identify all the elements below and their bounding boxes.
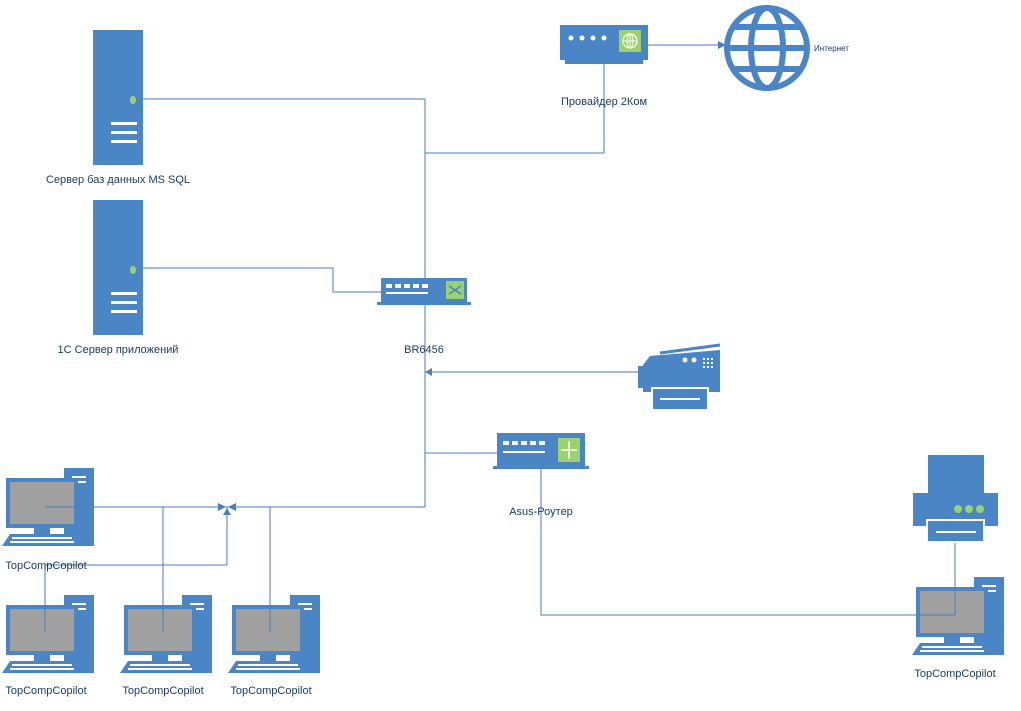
pc-top-left[interactable]: TopCompCopilot (2, 468, 94, 572)
provider-label: Провайдер 2Ком (561, 96, 647, 108)
pc-bottom-1[interactable]: TopCompCopilot (2, 595, 94, 697)
provider-modem[interactable]: Провайдер 2Ком (560, 25, 648, 108)
pc-right-overlay-wire (920, 590, 956, 616)
pc-bottom-3-label: TopCompCopilot (230, 685, 311, 697)
app-server-wire (133, 267, 381, 293)
sql-server[interactable]: Сервер баз данных MS SQL (46, 30, 190, 186)
globe-icon (724, 5, 810, 91)
asus-router-label: Asus-Роутер (509, 506, 573, 518)
pc-right[interactable]: TopCompCopilot (912, 577, 1004, 680)
sql-server-label: Сервер баз данных MS SQL (46, 174, 190, 186)
pc-bottom-2[interactable]: TopCompCopilot (120, 595, 212, 697)
switch-label: BR6456 (404, 344, 444, 356)
connections (44, 41, 956, 633)
fax-printer-icon (638, 343, 721, 411)
server-icon (93, 30, 143, 165)
app-server[interactable]: 1С Сервер приложений (58, 200, 179, 356)
router-icon (493, 433, 589, 469)
pc-right-label: TopCompCopilot (914, 668, 995, 680)
internet-globe[interactable]: Интернет (724, 5, 849, 91)
workstation-icon (228, 595, 320, 673)
pc-bottom-2-label: TopCompCopilot (122, 685, 203, 697)
switch-icon (377, 278, 471, 305)
printer-icon (913, 455, 998, 543)
pc-bottom1-wire (44, 507, 228, 633)
fax-printer[interactable] (638, 343, 721, 411)
switch-br6456[interactable]: BR6456 (377, 278, 471, 356)
app-server-label: 1С Сервер приложений (58, 344, 179, 356)
server-icon (93, 200, 143, 335)
modem-icon (560, 25, 648, 64)
workstation-icon (912, 577, 1004, 655)
asus-router[interactable]: Asus-Роутер (493, 433, 589, 518)
workstation-icon (2, 595, 94, 673)
provider-wire (425, 60, 605, 154)
pc-bottom-3[interactable]: TopCompCopilot (228, 595, 320, 697)
right-pc-wire (540, 468, 956, 616)
printer-right[interactable] (913, 455, 998, 543)
pc-bottom-1-label: TopCompCopilot (5, 685, 86, 697)
internet-label: Интернет (814, 44, 849, 53)
pc-top-left-label: TopCompCopilot (5, 560, 86, 572)
workstation-icon (120, 595, 212, 673)
